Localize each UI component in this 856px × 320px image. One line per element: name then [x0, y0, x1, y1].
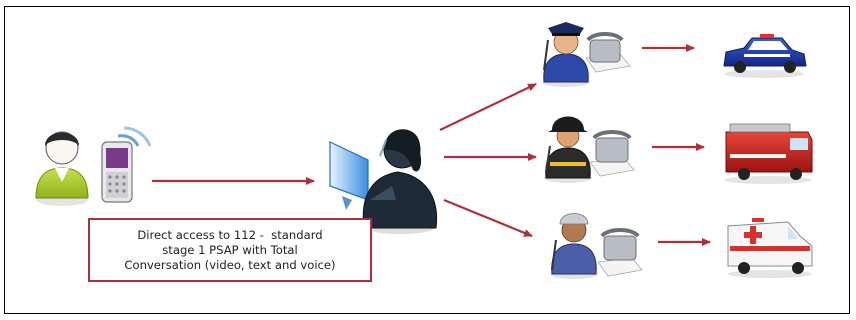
- caption-line-3: Conversation (video, text and voice): [124, 257, 336, 272]
- ambulance-icon: [727, 218, 813, 278]
- caption-line-1: Direct access to 112 - standard: [137, 227, 323, 242]
- fire-truck-icon: [724, 123, 813, 184]
- arrow-psap-to-police: [439, 83, 537, 131]
- caption-box: Direct access to 112 - standard stage 1 …: [88, 218, 372, 282]
- arrow-psap-to-ambulance: [443, 198, 533, 238]
- police-officer-icon: [542, 22, 590, 87]
- desk-phone-icon: [597, 228, 643, 277]
- caption-line-2: stage 1 PSAP with Total: [162, 242, 298, 257]
- desk-phone-icon: [585, 32, 631, 73]
- person-icon: [35, 131, 89, 206]
- operator-with-screen-icon: [329, 129, 438, 234]
- mobile-phone-icon: [101, 126, 152, 203]
- police-car-icon: [723, 34, 807, 78]
- diagram-frame: [4, 6, 850, 314]
- desk-phone-icon: [589, 130, 635, 177]
- paramedic-icon: [550, 213, 598, 279]
- firefighter-icon: [544, 116, 592, 183]
